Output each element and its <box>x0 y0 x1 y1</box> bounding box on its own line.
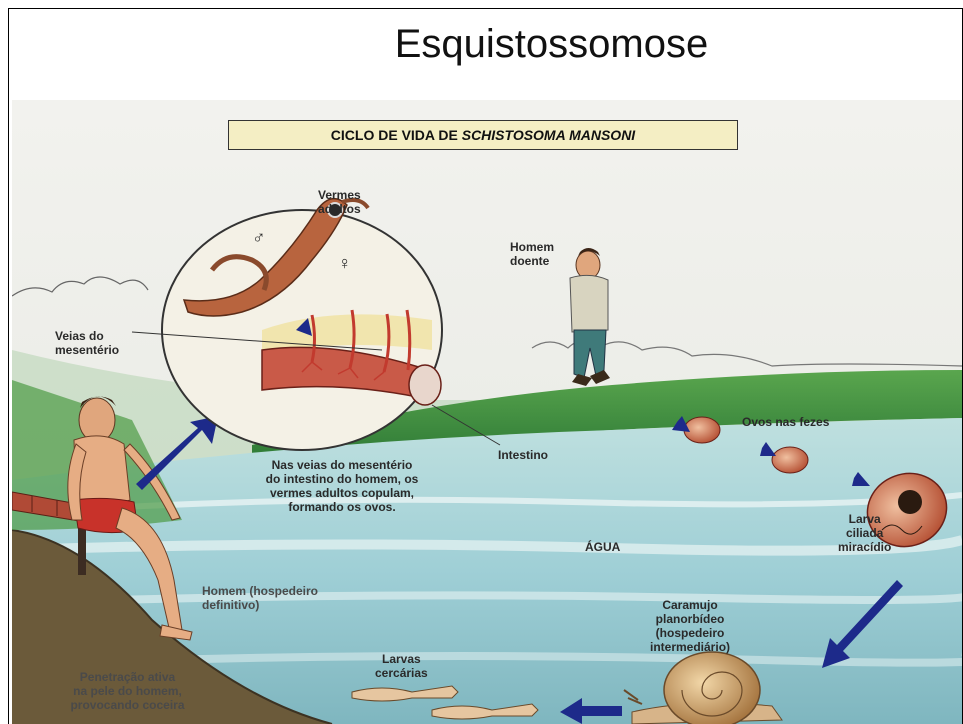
label-intestine: Intestino <box>498 448 548 462</box>
female-symbol: ♀ <box>338 256 352 270</box>
label-adult-worms: Vermes adultos <box>318 188 361 216</box>
label-skin-penetration: Penetração ativa na pele do homem, provo… <box>40 670 215 712</box>
slide-title: Esquistossomose <box>0 22 963 67</box>
label-copulation-note: Nas veias do mesentério do intestino do … <box>212 458 472 514</box>
life-cycle-illustration <box>12 100 962 724</box>
label-miracidium: Larva ciliada miracídio <box>838 512 891 554</box>
life-cycle-svg <box>12 100 962 724</box>
label-mesenteric-veins: Veias do mesentério <box>55 329 119 357</box>
label-cercariae: Larvas cercárias <box>375 652 428 680</box>
label-eggs-in-feces: Ovos nas fezes <box>742 415 829 429</box>
diagram-banner: CICLO DE VIDA DE SCHISTOSOMA MANSONI <box>228 120 738 150</box>
label-sick-man: Homem doente <box>510 240 554 268</box>
banner-prefix: CICLO DE VIDA DE <box>331 127 462 143</box>
label-definitive-host: Homem (hospedeiro definitivo) <box>202 584 318 612</box>
label-intermediate-host: Caramujo planorbídeo (hospedeiro interme… <box>650 598 730 654</box>
banner-species: SCHISTOSOMA MANSONI <box>462 127 635 143</box>
male-symbol: ♂ <box>252 230 266 244</box>
label-water: ÁGUA <box>585 540 620 554</box>
